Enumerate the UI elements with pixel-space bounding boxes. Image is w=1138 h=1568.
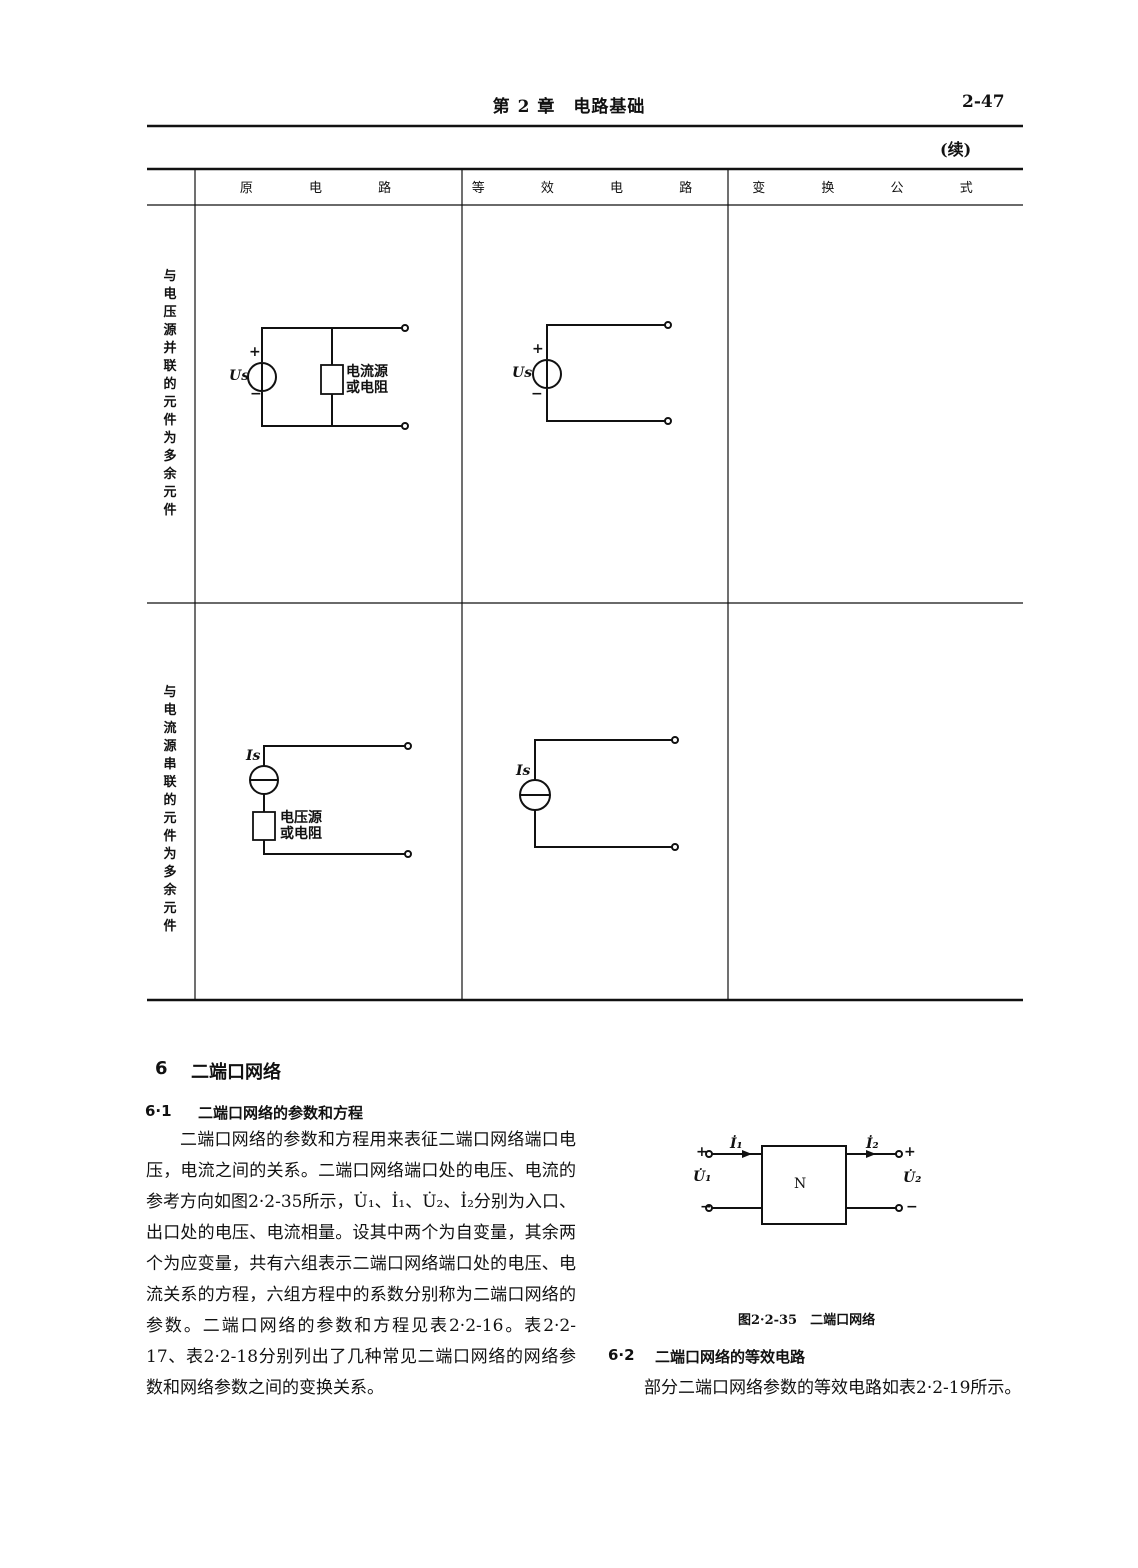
element-label-line1: 电流源	[346, 364, 388, 380]
circuit-voltage-source-parallel	[247, 324, 409, 430]
section-6-2-number: 6·2	[608, 1346, 635, 1364]
section-6-1-title: 二端口网络的参数和方程	[198, 1104, 364, 1122]
element-label-line2-row2: 或电阻	[280, 826, 322, 842]
port1-plus: +	[696, 1144, 708, 1160]
circuit-voltage-source-equivalent	[532, 321, 672, 425]
figure-two-port-network	[705, 1145, 903, 1225]
section-6-number: 6	[155, 1058, 168, 1079]
us-label: Us	[229, 368, 250, 384]
minus-sign-equivalent: −	[531, 386, 543, 402]
continued-mark: (续)	[940, 140, 972, 159]
current-i2-label: İ₂	[866, 1136, 879, 1152]
is-label: Is	[246, 748, 261, 764]
plus-sign-equivalent: +	[532, 341, 544, 357]
section-6-2-paragraph: 部分二端口网络参数的等效电路如表2·2-19所示。	[644, 1378, 1022, 1398]
port2-minus: −	[906, 1199, 918, 1215]
table-grid	[147, 124, 1023, 1002]
column-header-formula: 变 换 公 式	[752, 181, 999, 196]
page-number: 2-47	[962, 92, 1005, 112]
port1-minus: −	[700, 1199, 712, 1215]
column-header-equivalent: 等 效 电 路	[471, 181, 719, 196]
section-6-1-paragraph: 二端口网络的参数和方程用来表征二端口网络端口电压，电流之间的关系。二端口网络端口…	[146, 1130, 576, 1398]
plus-sign: +	[249, 344, 261, 360]
row-label-voltage-parallel: 与电压源并联的元件为多余元件	[163, 269, 177, 518]
element-label-line1-row2: 电压源	[280, 810, 322, 826]
port2-plus: +	[904, 1144, 916, 1160]
column-header-original: 原 电 路	[239, 181, 418, 196]
row-label-current-series: 与电流源串联的元件为多余元件	[163, 685, 177, 934]
section-6-2-title: 二端口网络的等效电路	[655, 1348, 806, 1366]
network-box-label: N	[794, 1176, 807, 1192]
section-6-1-number: 6·1	[145, 1102, 172, 1120]
circuit-current-source-series	[249, 742, 412, 858]
element-label-line2: 或电阻	[346, 380, 388, 396]
section-6-title: 二端口网络	[191, 1062, 281, 1083]
current-i1-label: İ₁	[730, 1136, 743, 1152]
minus-sign: −	[250, 386, 262, 402]
voltage-u1-label: U̇₁	[693, 1169, 712, 1185]
figure-caption: 图2·2-35 二端口网络	[738, 1313, 876, 1328]
circuit-current-source-equivalent	[519, 736, 679, 851]
chapter-title: 第 2 章 电路基础	[492, 97, 646, 117]
is-label-equivalent: Is	[516, 763, 531, 779]
us-label-equivalent: Us	[512, 365, 533, 381]
voltage-u2-label: U̇₂	[903, 1170, 922, 1186]
